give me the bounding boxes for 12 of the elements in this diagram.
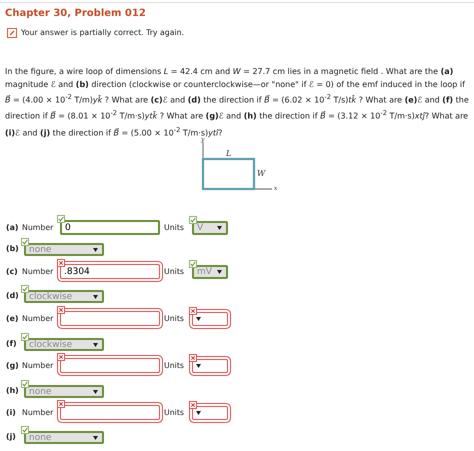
units-dropdown: mV [192, 265, 228, 279]
direction-dropdown: none [24, 431, 104, 444]
units-dropdown: V [192, 221, 228, 235]
dimension-label: W [257, 169, 266, 178]
direction-dropdown: clockwise [24, 290, 104, 303]
number-input: .8304 [60, 264, 160, 279]
direction-dropdown: none [24, 385, 104, 398]
direction-dropdown: none [24, 243, 104, 256]
number-input: 0 [60, 220, 160, 235]
direction-dropdown: clockwise [24, 338, 104, 351]
dimension-label: L [226, 149, 232, 158]
problem-title: Chapter 30, Problem 012 [5, 8, 146, 19]
